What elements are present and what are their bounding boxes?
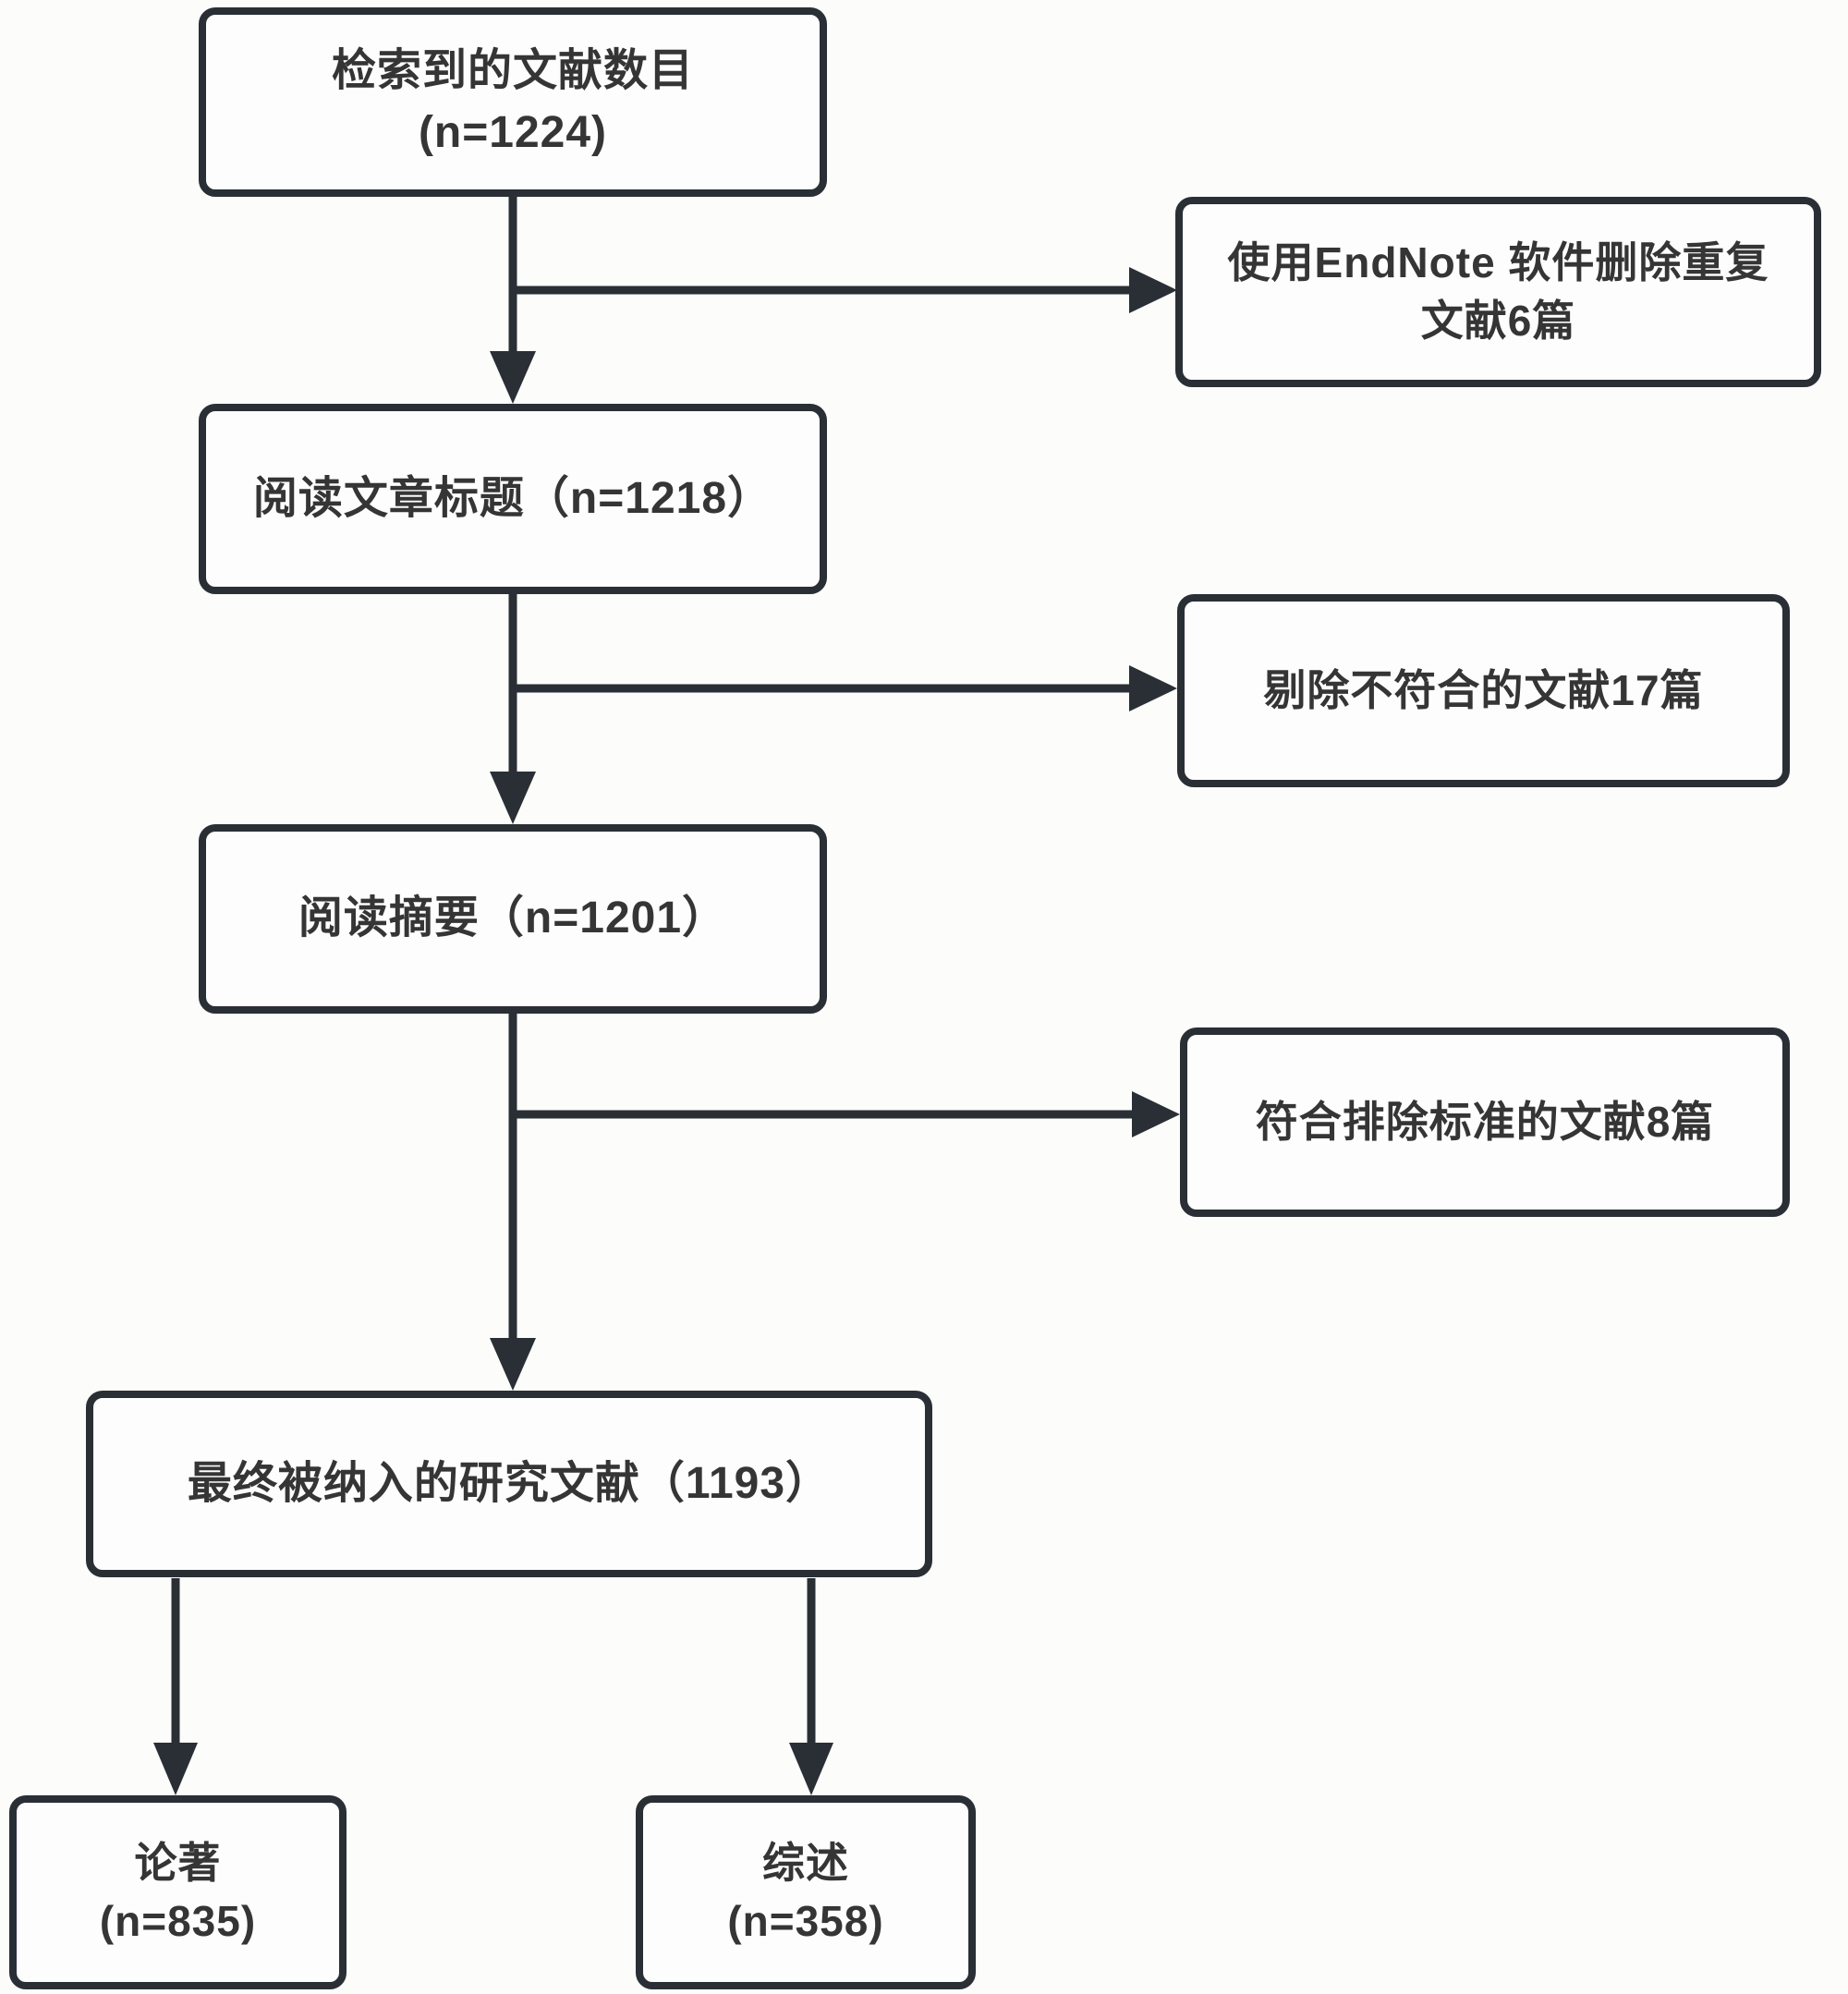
node-retrieved-line2: (n=1224)	[418, 107, 608, 157]
node-reviews: 综述 (n=358)	[636, 1795, 976, 1989]
node-dedupe-line2: 文献6篇	[1420, 297, 1576, 345]
arrowhead-right-icon	[1129, 665, 1177, 711]
node-endnote-dedupe: 使用EndNote 软件删除重复 文献6篇	[1175, 197, 1821, 387]
connector-included-to-articles	[153, 1578, 198, 1795]
node-reviews-line2: (n=358)	[727, 1897, 884, 1945]
node-excluded-titles-label: 剔除不符合的文献17篇	[1263, 665, 1704, 714]
node-reviews-line1: 综述	[762, 1838, 849, 1887]
node-retrieved-line1: 检索到的文献数目	[331, 46, 694, 96]
node-excluded-titles: 剔除不符合的文献17篇	[1177, 594, 1790, 787]
node-abstract-screen: 阅读摘要（n=1201）	[199, 824, 827, 1014]
connector-retrieved-to-title-screen	[490, 197, 536, 404]
node-included-label: 最终被纳入的研究文献（1193）	[187, 1458, 832, 1508]
node-articles-line2: (n=835)	[99, 1897, 257, 1945]
node-title-screen-label: 阅读文章标题（n=1218）	[252, 473, 773, 523]
connector-title-screen-to-abstract-screen	[490, 594, 536, 824]
node-excluded-abstracts-label: 符合排除标准的文献8篇	[1255, 1097, 1715, 1146]
connector-retrieved-to-dedupe	[513, 267, 1177, 313]
node-dedupe-line1: 使用EndNote 软件删除重复	[1227, 237, 1769, 286]
connector-included-to-reviews	[789, 1578, 833, 1795]
node-final-included: 最终被纳入的研究文献（1193）	[86, 1391, 932, 1577]
arrowhead-down-icon	[789, 1743, 833, 1795]
connector-abstract-screen-to-included	[490, 1014, 536, 1391]
arrowhead-right-icon	[1129, 267, 1177, 313]
node-articles: 论著 (n=835)	[9, 1795, 346, 1989]
connector-title-screen-to-excluded-titles	[513, 665, 1177, 711]
arrowhead-down-icon	[490, 772, 536, 824]
arrowhead-right-icon	[1132, 1091, 1180, 1137]
arrowhead-down-icon	[490, 1338, 536, 1391]
arrowhead-down-icon	[153, 1743, 198, 1795]
arrowhead-down-icon	[490, 351, 536, 404]
node-title-screen: 阅读文章标题（n=1218）	[199, 404, 827, 594]
connector-abstract-screen-to-excluded-abstracts	[513, 1091, 1180, 1137]
node-articles-line1: 论著	[134, 1838, 222, 1887]
node-excluded-abstracts: 符合排除标准的文献8篇	[1180, 1027, 1790, 1217]
node-abstract-screen-label: 阅读摘要（n=1201）	[298, 894, 728, 943]
node-retrieved-count: 检索到的文献数目 (n=1224)	[199, 7, 827, 197]
